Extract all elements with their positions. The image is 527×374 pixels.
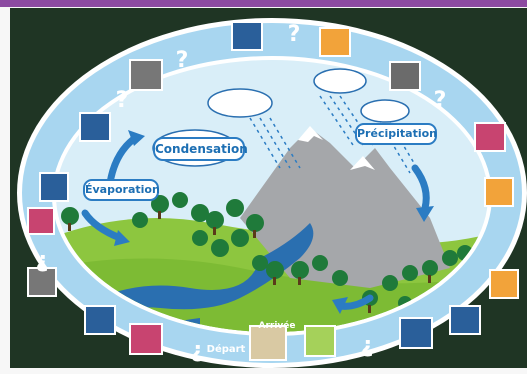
question-tile: ?: [287, 22, 301, 47]
board-background: ? ? ? ? ¿ ¿ ¿ Condensation Évaporation P…: [10, 8, 527, 368]
snow-cap: [298, 126, 323, 142]
inverted-question-tile: ¿: [360, 333, 374, 358]
precipitation-label: Précipitation: [355, 123, 437, 145]
question-tile: ?: [115, 88, 129, 113]
inverted-question-tile: ¿: [35, 248, 49, 273]
arrow-icon: [81, 134, 430, 310]
snow-cap-2: [350, 156, 375, 170]
depart-label: Départ: [206, 344, 246, 355]
arrivee-label: Arrivée: [258, 321, 296, 331]
question-tile: ?: [433, 88, 447, 113]
condensation-label: Condensation: [153, 137, 248, 161]
question-tile: ?: [175, 48, 189, 73]
evaporation-label: Évaporation: [83, 179, 160, 201]
inverted-question-tile: ¿: [190, 338, 204, 363]
track-squares: [27, 21, 519, 361]
top-bar: [0, 0, 527, 7]
river: [80, 223, 314, 332]
board-svg: [17, 18, 527, 368]
